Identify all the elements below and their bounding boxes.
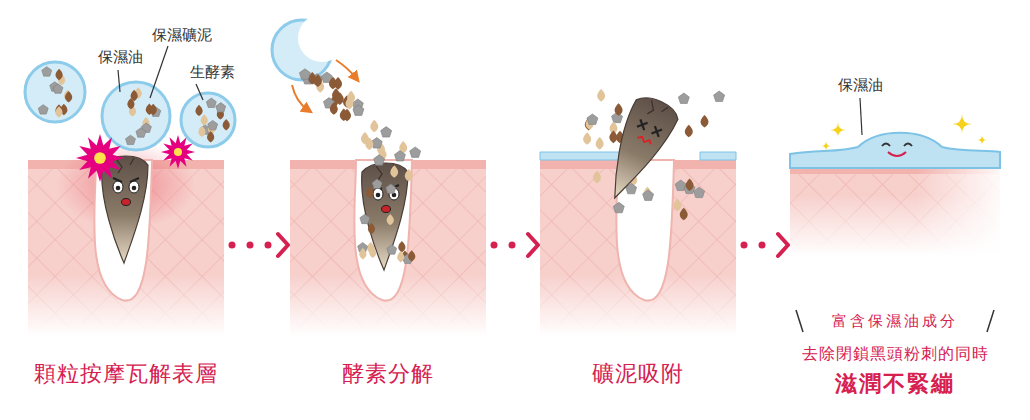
step-arrow [494,234,538,256]
sparkle [952,114,972,134]
particles [583,89,724,220]
sparkle [977,135,987,145]
step-panel: 酵素分解 [290,160,486,400]
step-arrow [744,234,788,256]
granule [181,93,235,147]
part-label: 保濕油 [836,76,885,94]
leader-line [860,98,862,135]
step-caption: 酵素分解 [290,360,486,388]
leader-line [196,84,203,100]
leader-line [118,70,120,92]
sparkle [830,122,846,138]
skin-panel [540,152,736,336]
part-label: 生酵素 [188,63,237,81]
step-caption: 礦泥吸附 [540,360,736,388]
skin-panel [28,140,224,336]
step-panel: 顆粒按摩瓦解表層 [28,160,224,400]
part-label: 保濕油 [96,48,145,66]
burst [76,134,124,182]
oil-layer [790,133,1000,168]
step-caption: 顆粒按摩瓦解表層 [28,360,224,388]
particles [299,69,420,264]
step-panel: 礦泥吸附 [540,160,736,400]
skin-panel [290,160,486,336]
step-caption: 滋潤不緊繃 [790,370,1000,398]
bracket [796,310,803,332]
step-caption: 富含保濕油成分 [790,312,1000,331]
leader-line [150,46,168,98]
burst [161,135,195,169]
sparkle [821,141,831,151]
step-panel: 富含保濕油成分去除閉鎖黑頭粉刺的同時滋潤不緊繃 [790,160,1000,400]
bracket [987,310,994,332]
skin-panel [790,165,1000,256]
granule [102,82,170,150]
blackhead [595,92,682,209]
step-caption: 去除閉鎖黑頭粉刺的同時 [790,344,1000,364]
granule [25,62,85,122]
step-arrow [232,234,288,256]
blackhead [362,163,408,270]
part-label: 保濕礦泥 [150,26,214,44]
